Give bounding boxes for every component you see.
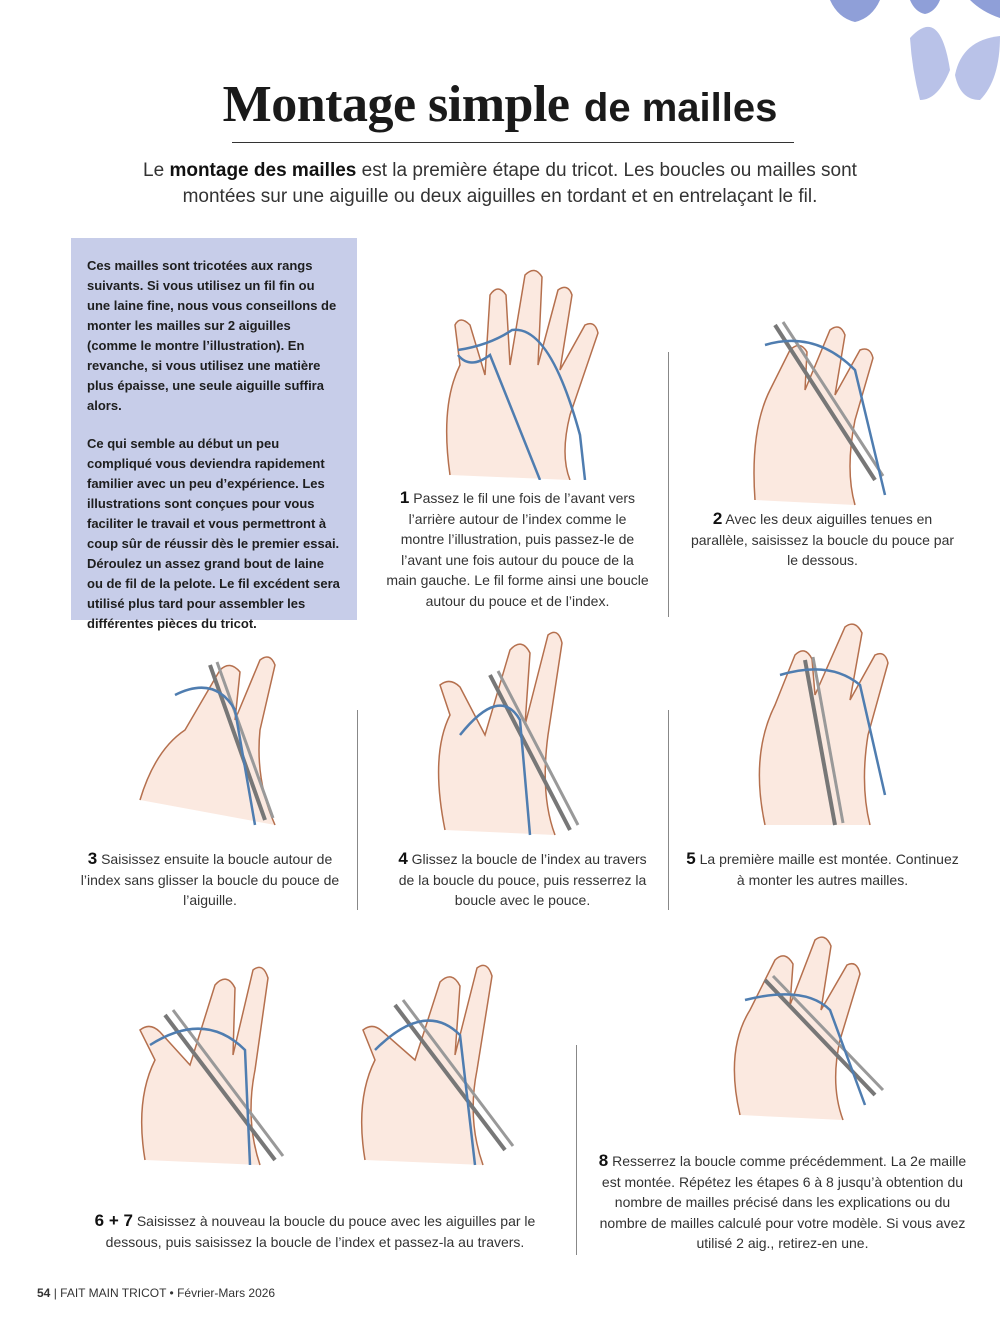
hand-illustration-step-5: [750, 615, 900, 830]
page-title: Montage simple de mailles: [0, 72, 1000, 140]
step-caption-6-7: 6 + 7 Saisissez à nouveau la boucle du p…: [70, 1211, 560, 1252]
step-caption-1: 1 Passez le fil une fois de l’avant vers…: [385, 488, 650, 611]
step-number: 8: [598, 1151, 609, 1170]
decorative-leaves: [830, 0, 1000, 100]
step-text: Passez le fil une fois de l’avant vers l…: [386, 490, 649, 609]
hand-needles-icon: [139, 656, 276, 826]
info-sidebar: Ces mailles sont tricotées aux rangs sui…: [71, 238, 357, 631]
hand-illustration-step-1: [430, 255, 630, 480]
intro-rest: est la première étape du tricot. Les bou…: [182, 160, 857, 207]
page-footer: 54 | FAIT MAIN TRICOT • Février-Mars 202…: [37, 1286, 275, 1300]
hand-needles-icon: [360, 964, 515, 1166]
sidebar-paragraph-1: Ces mailles sont tricotées aux rangs sui…: [87, 258, 337, 413]
hand-needles-icon: [437, 631, 580, 836]
step-number: 1: [399, 488, 410, 507]
page-number: 54: [37, 1286, 51, 1300]
hand-needles-icon: [758, 623, 889, 826]
footer-separator: |: [53, 1286, 57, 1300]
step-text: Saisissez à nouveau la boucle du pouce a…: [105, 1213, 536, 1250]
issue-date: Février-Mars 2026: [177, 1286, 276, 1300]
step-number: 2: [712, 509, 723, 528]
hand-icon: [445, 269, 599, 480]
hand-needles-icon: [753, 321, 887, 506]
step-number: 5: [686, 849, 696, 868]
hand-illustration-step-7: [355, 960, 525, 1170]
magazine-name: FAIT MAIN TRICOT: [60, 1286, 167, 1300]
intro-bold: montage des mailles: [169, 160, 357, 181]
title-part-sans: de mailles: [583, 86, 778, 130]
step-caption-8: 8 Resserrez la boucle comme précédemment…: [595, 1151, 970, 1254]
sidebar-paragraph-2: Ce qui semble au début un peu compliqué …: [87, 436, 340, 631]
footer-bullet: •: [169, 1286, 174, 1300]
step-text: Avec les deux aiguilles tenues en parall…: [690, 511, 955, 568]
hand-needles-icon: [733, 936, 885, 1121]
step-caption-4: 4 Glissez la boucle de l’index au traver…: [390, 849, 655, 911]
step-caption-3: 3 Saisissez ensuite la boucle autour de …: [80, 849, 340, 911]
divider-line: [357, 710, 358, 910]
divider-line: [576, 1045, 577, 1255]
hand-needles-icon: [139, 966, 285, 1166]
title-part-serif: Montage simple: [222, 76, 570, 133]
step-caption-2: 2 Avec les deux aiguilles tenues en para…: [690, 509, 955, 571]
intro-lead: Le: [143, 160, 165, 181]
step-text: Resserrez la boucle comme précédemment. …: [599, 1153, 967, 1251]
step-caption-5: 5 La première maille est montée. Continu…: [685, 849, 960, 890]
divider-line: [668, 352, 669, 617]
divider-line: [668, 710, 669, 910]
step-text: Saisissez ensuite la boucle autour de l’…: [80, 851, 340, 908]
hand-illustration-step-2: [745, 310, 895, 510]
title-underline: [232, 142, 794, 143]
step-number: 4: [398, 849, 408, 868]
hand-illustration-step-8: [725, 930, 885, 1125]
hand-illustration-step-3: [135, 650, 285, 830]
step-number: 6 + 7: [94, 1211, 133, 1230]
intro-paragraph: Le montage des mailles est la première é…: [110, 158, 890, 210]
hand-illustration-step-4: [430, 625, 590, 840]
step-text: La première maille est montée. Continuez…: [699, 851, 959, 888]
step-number: 3: [87, 849, 98, 868]
hand-illustration-step-6: [135, 960, 295, 1170]
step-text: Glissez la boucle de l’index au travers …: [398, 851, 647, 908]
